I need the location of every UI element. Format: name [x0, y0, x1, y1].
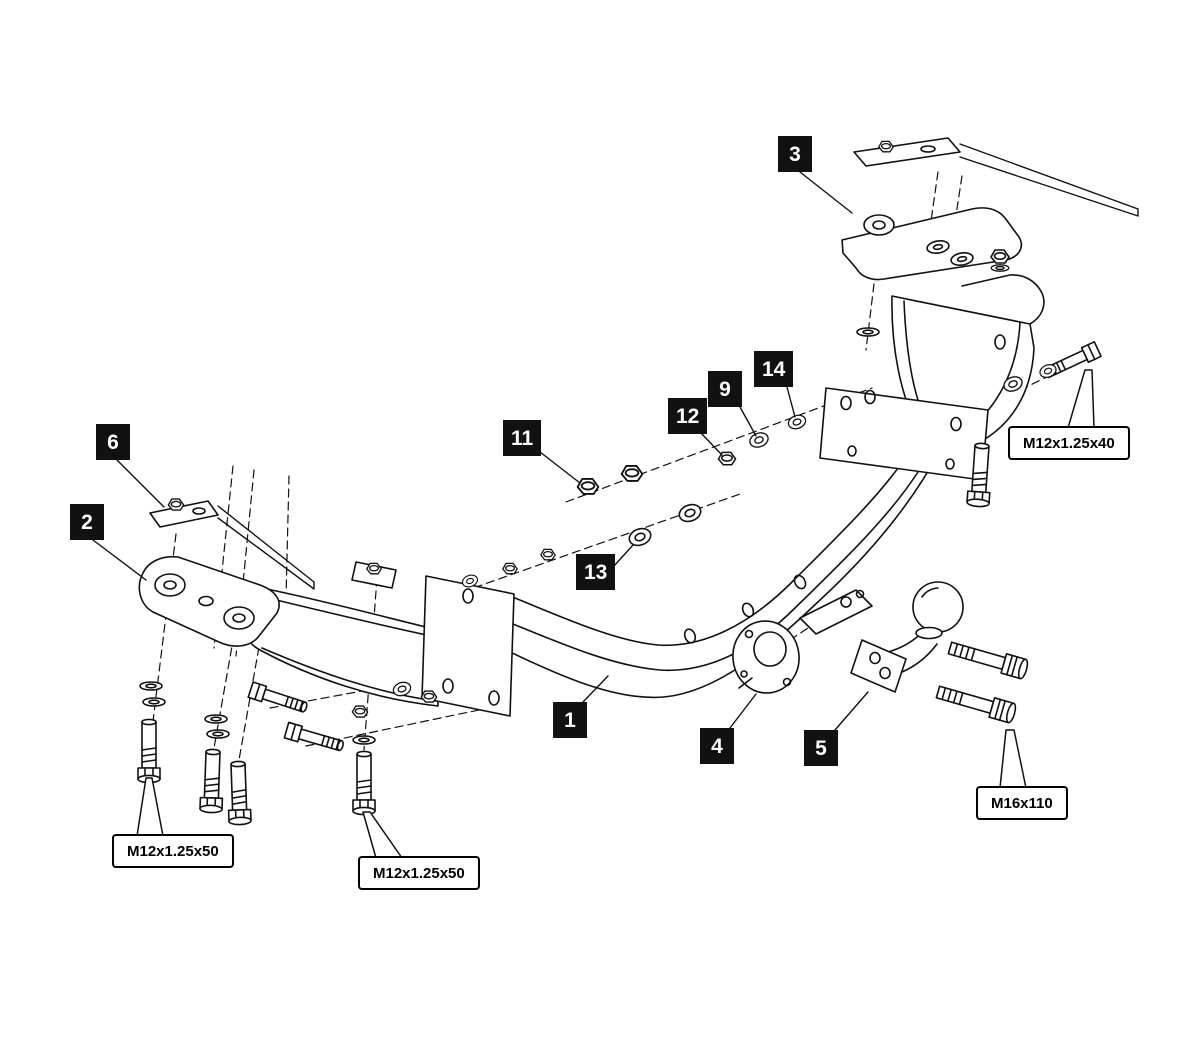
bolt — [226, 760, 252, 826]
callout-m12x1-25x50-b: M12x1.25x50 — [358, 856, 480, 890]
bolt-m12x50 — [137, 718, 161, 784]
callout-pointers — [136, 369, 1095, 859]
bolt — [247, 681, 310, 717]
washer — [990, 264, 1010, 272]
bolt — [283, 721, 346, 755]
bolt-m16x110 — [934, 681, 1018, 725]
hex-nut — [502, 562, 518, 575]
rear-bracket-right — [819, 137, 1045, 481]
washer-item-13 — [626, 524, 654, 550]
bolt-m16x110 — [946, 637, 1030, 681]
hex-nut — [620, 465, 644, 482]
callout-m12x1-25x40: M12x1.25x40 — [1008, 426, 1130, 460]
hex-nut — [351, 705, 369, 718]
washer — [206, 729, 230, 739]
part-label-4: 4 — [700, 728, 734, 764]
part-label-2: 2 — [70, 504, 104, 540]
part-label-3: 3 — [778, 136, 812, 172]
washer-item-14 — [785, 412, 809, 432]
bolt-head — [990, 249, 1010, 264]
part-label-5: 5 — [804, 730, 838, 766]
part-label-12: 12 — [668, 398, 708, 434]
part-label-11: 11 — [503, 420, 542, 456]
ball-hitch — [850, 581, 1030, 725]
hex-nut — [420, 690, 438, 703]
socket-plate — [732, 620, 800, 694]
washer — [856, 327, 880, 337]
washer — [676, 500, 704, 526]
bolt — [199, 748, 225, 814]
side-bracket-left — [138, 555, 439, 707]
part-label-9: 9 — [708, 371, 742, 407]
part-label-14: 14 — [754, 351, 794, 387]
bolt-m12x50 — [352, 750, 376, 816]
part-label-1: 1 — [553, 702, 587, 738]
bolt-head — [167, 498, 185, 511]
bolt-head — [878, 140, 894, 153]
washer — [142, 697, 166, 707]
washer — [352, 735, 376, 745]
callout-m12x1-25x50-a: M12x1.25x50 — [112, 834, 234, 868]
washer — [204, 714, 228, 724]
part-label-13: 13 — [576, 554, 616, 590]
washer — [139, 681, 163, 691]
part-label-6: 6 — [96, 424, 130, 460]
bolt-head — [366, 562, 382, 575]
hex-nut-item-11 — [576, 478, 600, 495]
mounting-plate-left — [149, 498, 219, 528]
fasteners-left — [137, 679, 438, 826]
label-leader-lines — [92, 171, 869, 731]
callout-m16x110: M16x110 — [976, 786, 1068, 820]
crossbeam — [421, 425, 941, 717]
mounting-straps — [217, 143, 1139, 590]
hex-nut — [540, 548, 556, 561]
